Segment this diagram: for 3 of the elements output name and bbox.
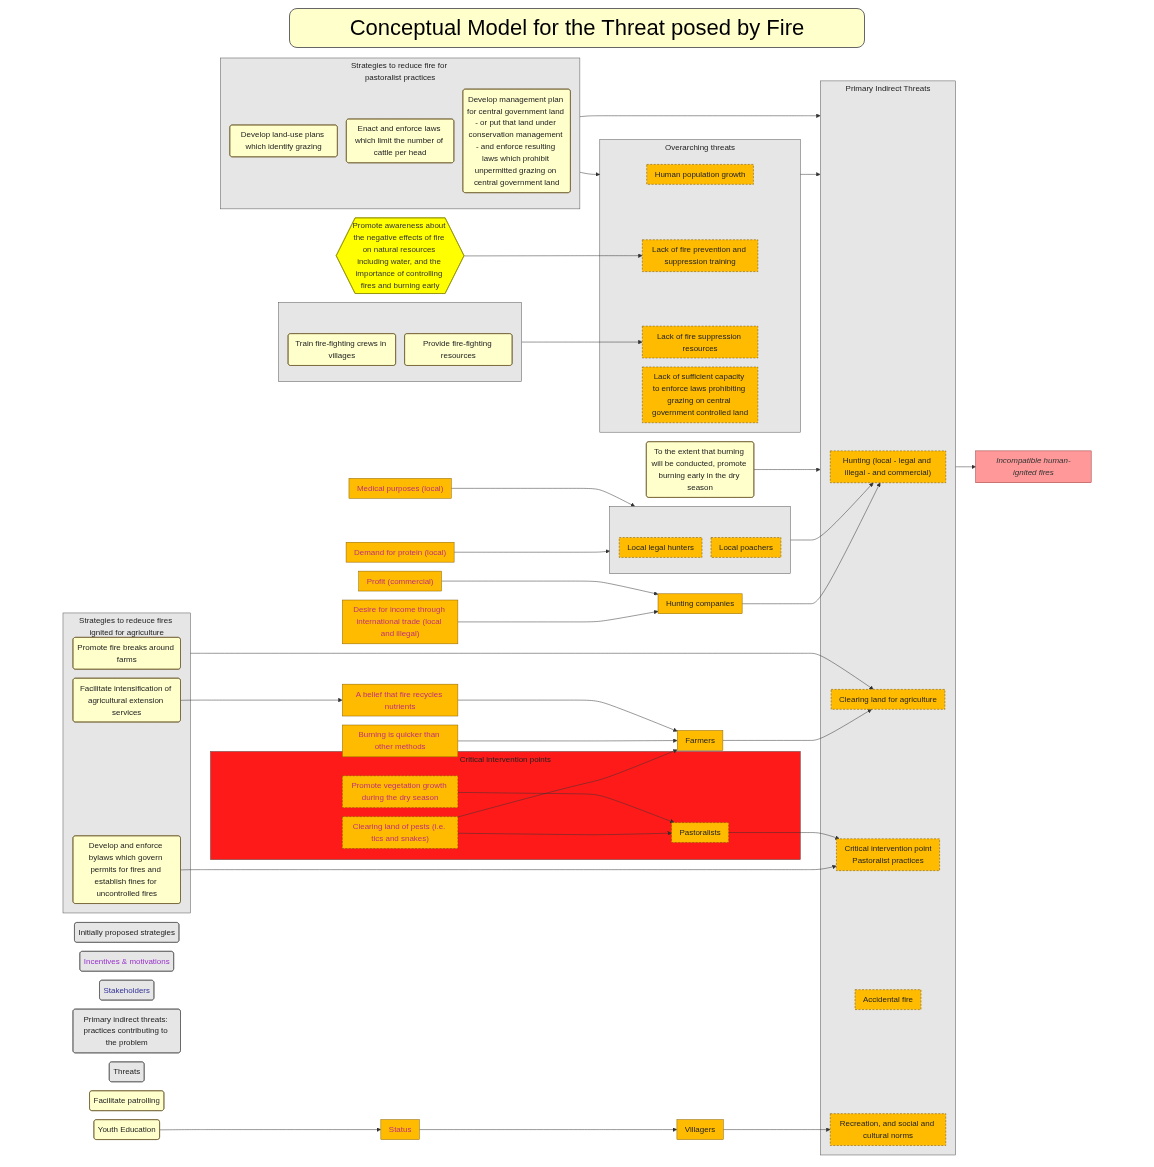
diagram-title: Conceptual Model for the Threat posed by Fire	[288, 8, 866, 48]
cluster	[609, 506, 791, 574]
cluster	[278, 302, 522, 382]
